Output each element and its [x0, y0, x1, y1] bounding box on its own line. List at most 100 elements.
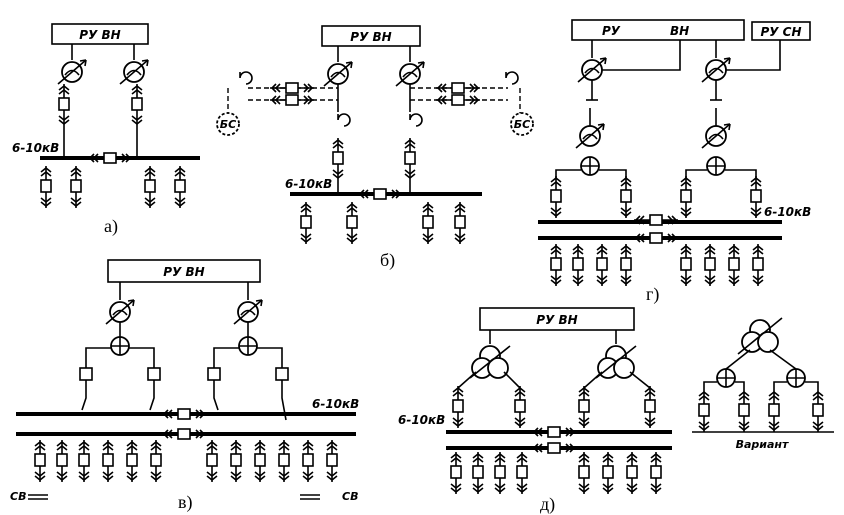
ru-vn-box-b: [321, 25, 421, 47]
voltage-label-a: 6-10кВ: [12, 141, 59, 155]
feeder-cell: [572, 243, 584, 287]
feeder-cell: [102, 439, 114, 483]
caption-a: а): [104, 216, 118, 237]
reactor-icon: [409, 113, 423, 127]
scheme-a: РУ ВН 6-10кВ а): [12, 23, 200, 237]
feeder-cell: [596, 243, 608, 287]
feeder-cell: [680, 243, 692, 287]
feeder-cell: [454, 201, 466, 245]
split-winding-icon: [238, 336, 258, 356]
feeder-cell: [698, 389, 710, 433]
feeder-cell: [346, 201, 358, 245]
ru-sn-label-g: РУ СН: [760, 25, 801, 39]
sectional-breaker: [531, 426, 577, 438]
breaker-box: [207, 367, 221, 381]
feeder-cell: [516, 451, 528, 495]
sectional-breaker: [269, 82, 315, 94]
caption-b: б): [380, 250, 395, 271]
feeder-cell: [550, 243, 562, 287]
feeder-cell: [578, 451, 590, 495]
split-winding-icon: [110, 336, 130, 356]
transformer-icon: [575, 123, 605, 149]
caption-g: г): [646, 284, 659, 305]
ru-sn-box-g: [751, 21, 811, 41]
reactor-icon: [505, 71, 519, 85]
breaker-box: [275, 367, 289, 381]
sectional-breaker: [531, 442, 577, 454]
bs-circle-right: [510, 112, 534, 136]
scheme-b: РУ ВН БС БС 6-10кВ: [216, 25, 534, 271]
split-winding-icon: [706, 156, 726, 176]
sectional-breaker: [633, 232, 679, 244]
sectional-breaker: [435, 82, 481, 94]
feeder-cell: [70, 165, 82, 209]
feeder-cell: [230, 439, 242, 483]
feeder-cell: [602, 451, 614, 495]
breaker-box: [79, 367, 93, 381]
feeder-cell: [300, 201, 312, 245]
feeder-cell: [254, 439, 266, 483]
feeder-cell: [620, 243, 632, 287]
transformer-icon: [119, 59, 149, 85]
voltage-label-b: 6-10кВ: [285, 177, 332, 191]
feeder-cell: [578, 385, 590, 429]
feeder-cell: [514, 385, 526, 429]
sectional-breaker: [87, 152, 133, 164]
feeder-cell: [752, 243, 764, 287]
transformer-icon: [57, 59, 87, 85]
feeder-cell: [452, 385, 464, 429]
feeder-cell: [58, 83, 70, 127]
sectional-breaker: [435, 94, 481, 106]
feeder-cell: [738, 389, 750, 433]
ru-vn-box-d: [479, 307, 635, 331]
ru-vn-box-a: [51, 23, 149, 45]
bs-label-left: БС: [220, 118, 236, 131]
feeder-cell: [131, 83, 143, 127]
feeder-cell: [56, 439, 68, 483]
ru-label-g: РУ: [602, 24, 621, 38]
sectional-breaker: [161, 428, 207, 440]
ru-vn-box-v: [107, 259, 261, 283]
sv-label-left: СВ: [10, 490, 26, 503]
feeder-cell: [174, 165, 186, 209]
transformer-icon: [701, 123, 731, 149]
transformer-icon: [233, 299, 263, 325]
split-winding-icon: [786, 368, 806, 388]
sv-label-right: СВ: [342, 490, 358, 503]
feeder-cell: [494, 451, 506, 495]
voltage-label-d: 6-10кВ: [398, 413, 445, 427]
sectional-breaker: [161, 408, 207, 420]
feeder-cell: [404, 137, 416, 181]
transformer-icon: [105, 299, 135, 325]
scheme-d: РУ ВН 6-10кВ д): [398, 307, 834, 515]
feeder-cell: [34, 439, 46, 483]
feeder-cell: [750, 175, 762, 219]
feeder-cell: [206, 439, 218, 483]
ru-vn-label-d: РУ ВН: [536, 313, 577, 327]
feeder-cell: [278, 439, 290, 483]
transformer-icon: [395, 61, 425, 87]
feeder-cell: [126, 439, 138, 483]
feeder-cell: [150, 439, 162, 483]
ru-vn-label-a: РУ ВН: [79, 28, 120, 42]
split-winding-icon: [716, 368, 736, 388]
reactor-icon: [337, 113, 351, 127]
transformer-icon: [577, 57, 607, 83]
bs-circle-left: [216, 112, 240, 136]
reactor-icon: [239, 71, 253, 85]
feeder-cell: [422, 201, 434, 245]
feeder-cell: [472, 451, 484, 495]
ru-vn-box-g: [571, 19, 745, 41]
transformer-icon: [701, 57, 731, 83]
feeder-cell: [768, 389, 780, 433]
feeder-cell: [40, 165, 52, 209]
feeder-cell: [78, 439, 90, 483]
feeder-cell: [620, 175, 632, 219]
ru-vn-label-v: РУ ВН: [163, 265, 204, 279]
feeder-cell: [302, 439, 314, 483]
sectional-breaker: [357, 188, 403, 200]
transformer-icon: [323, 61, 353, 87]
feeder-cell: [550, 175, 562, 219]
voltage-label-v: 6-10кВ: [312, 397, 359, 411]
